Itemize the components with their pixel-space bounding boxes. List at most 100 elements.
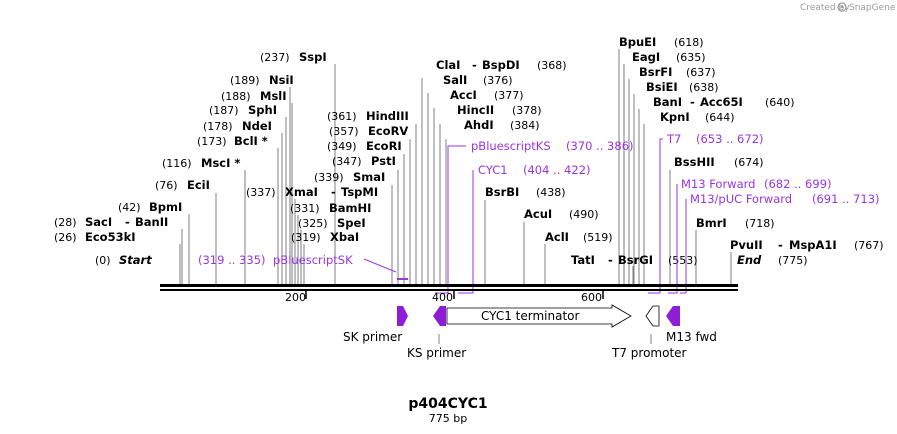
site-pos: (490) [569, 208, 599, 221]
site-pos: (76) [155, 179, 178, 192]
primer-range: (370 .. 386) [566, 139, 634, 153]
site-dash: - [472, 58, 477, 72]
site-name-sspi[interactable]: SspI [299, 50, 327, 64]
site-name-ndei[interactable]: NdeI [242, 119, 272, 133]
site-name-bamhi[interactable]: BamHI [329, 201, 371, 215]
leader-lines [179, 49, 732, 284]
site-name-tspmi[interactable]: TspMI [341, 185, 378, 199]
site-name-ecori[interactable]: EcoRI [366, 139, 402, 153]
site-pos: (519) [583, 231, 613, 244]
site-name-msli[interactable]: MslI [260, 89, 287, 103]
site-name-end[interactable]: End [737, 253, 762, 267]
site-pos: (635) [676, 51, 706, 64]
feature-label-cyc1-terminator[interactable]: CYC1 terminator [481, 309, 580, 323]
site-name-start[interactable]: Start [119, 253, 152, 267]
site-name-bspdi[interactable]: BspDI [482, 58, 520, 72]
primer-name-pbluescriptsk[interactable]: pBluescriptSK [273, 253, 353, 267]
site-name-spei[interactable]: SpeI [337, 216, 366, 230]
site-name-clai[interactable]: ClaI [436, 58, 460, 72]
site-labels-left: (237) SspI (189) NsiI (188) MslI (187) S… [54, 50, 327, 267]
site-name-acui[interactable]: AcuI [524, 207, 552, 221]
site-pos: (347) [332, 155, 362, 168]
cyc1-terminator-arrow[interactable] [446, 304, 632, 328]
site-name-psti[interactable]: PstI [371, 154, 396, 168]
primer-name-pbluescriptks[interactable]: pBluescriptKS [471, 139, 551, 153]
site-name-hincii[interactable]: HincII [457, 103, 494, 117]
site-pos: (337) [246, 186, 276, 199]
site-name-kpni[interactable]: KpnI [660, 110, 690, 124]
plasmid-name: p404CYC1 [408, 396, 487, 412]
t7-promoter-arrow[interactable] [645, 305, 660, 327]
ruler-tick-label: 400 [432, 291, 453, 304]
site-pos: (178) [203, 120, 233, 133]
snapgene-credit[interactable]: Created by SnapGene [800, 2, 896, 13]
site-name-sphi[interactable]: SphI [248, 103, 277, 117]
ks-primer-arrow[interactable] [433, 306, 446, 326]
site-name-bcli[interactable]: BclI * [234, 134, 268, 148]
site-name-bsrgi[interactable]: BsrGI [618, 253, 653, 267]
features: SK primer KS primer CYC1 terminator T7 p… [343, 304, 717, 360]
site-name-acli[interactable]: AclI [545, 230, 569, 244]
site-name-bpmi[interactable]: BpmI [149, 200, 182, 214]
site-pos: (640) [765, 96, 795, 109]
site-name-xmai[interactable]: XmaI [285, 185, 318, 199]
site-name-hindiii[interactable]: HindIII [366, 109, 409, 123]
site-pos: (775) [778, 254, 808, 267]
feature-label-sk-primer[interactable]: SK primer [343, 330, 402, 344]
site-name-eco53ki[interactable]: Eco53kI [85, 230, 136, 244]
primer-name-m13-forward[interactable]: M13 Forward [681, 177, 755, 191]
site-pos: (644) [705, 111, 735, 124]
site-name-acc65i[interactable]: Acc65I [700, 95, 743, 109]
site-name-nsii[interactable]: NsiI [269, 73, 294, 87]
site-name-banii[interactable]: BanII [135, 215, 168, 229]
site-name-bsrfi[interactable]: BsrFI [639, 65, 672, 79]
primer-name-m13-puc-forward[interactable]: M13/pUC Forward [690, 192, 792, 206]
site-name-eagi[interactable]: EagI [632, 50, 660, 64]
site-name-ecii[interactable]: EciI [187, 178, 210, 192]
site-name-mspa1i[interactable]: MspA1I [789, 238, 837, 252]
site-name-sali[interactable]: SalI [443, 73, 467, 87]
site-dash: - [778, 238, 783, 252]
site-pos: (26) [54, 231, 77, 244]
primer-range: (691 .. 713) [812, 192, 880, 206]
site-name-smai[interactable]: SmaI [353, 170, 385, 184]
site-name-bpuei[interactable]: BpuEI [619, 35, 656, 49]
site-name-bsrbi[interactable]: BsrBI [485, 185, 519, 199]
site-name-msci[interactable]: MscI * [201, 156, 240, 170]
primer-labels: (319 .. 335) pBluescriptSK pBluescriptKS… [198, 132, 880, 294]
primer-name-t7[interactable]: T7 [666, 132, 681, 146]
credit-brand: SnapGene [849, 3, 896, 13]
site-pos: (438) [536, 186, 566, 199]
site-pos: (188) [221, 90, 251, 103]
site-dash: - [125, 215, 130, 229]
site-name-bsiei[interactable]: BsiEI [646, 80, 678, 94]
site-labels-mid: ClaI - BspDI (368) SalI (376) AccI (377)… [436, 58, 698, 267]
site-dash: - [690, 95, 695, 109]
site-name-xbai[interactable]: XbaI [330, 230, 359, 244]
site-dash: - [331, 185, 336, 199]
site-name-bani[interactable]: BanI [653, 95, 682, 109]
primer-range: (319 .. 335) [198, 253, 266, 267]
feature-label-t7-promoter[interactable]: T7 promoter [611, 346, 687, 360]
m13-fwd-arrow[interactable] [666, 306, 680, 326]
site-name-saci[interactable]: SacI [85, 215, 112, 229]
credit-text: Created by [800, 3, 850, 13]
ruler-tick-label: 200 [285, 291, 306, 304]
site-name-bsshii[interactable]: BssHII [674, 155, 715, 169]
site-pos: (319) [291, 231, 321, 244]
site-name-tati[interactable]: TatI [571, 253, 595, 267]
site-name-bmri[interactable]: BmrI [696, 216, 727, 230]
feature-label-m13-fwd[interactable]: M13 fwd [666, 330, 717, 344]
site-name-ahdi[interactable]: AhdI [464, 118, 494, 132]
feature-label-ks-primer[interactable]: KS primer [407, 346, 466, 360]
plasmid-title: p404CYC1 775 bp [408, 396, 487, 425]
site-name-acci[interactable]: AccI [450, 88, 477, 102]
plasmid-size: 775 bp [429, 412, 467, 425]
sequence-backbone [160, 284, 738, 291]
sk-primer-arrow[interactable] [397, 306, 408, 326]
site-name-pvuii[interactable]: PvuII [730, 238, 763, 252]
primer-name-cyc1[interactable]: CYC1 [478, 163, 508, 177]
site-name-ecorv[interactable]: EcoRV [368, 124, 408, 138]
site-pos: (187) [209, 104, 239, 117]
